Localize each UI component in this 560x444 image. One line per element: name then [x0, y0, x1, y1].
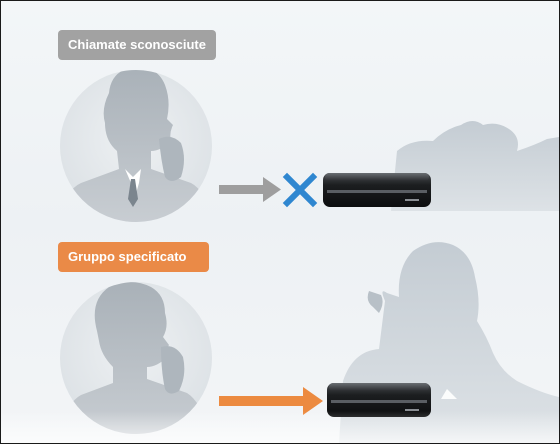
allowed-arrow-icon: [219, 387, 323, 415]
call-blocker-device-top-icon: [323, 173, 431, 207]
woman-on-phone-silhouette-icon: [61, 282, 211, 434]
caller-top-portrait: [60, 70, 212, 222]
call-blocker-device-bottom-icon: [327, 383, 431, 417]
unknown-calls-badge: Chiamate sconosciute: [58, 30, 216, 60]
receiver-top-silhouette-icon: [391, 121, 559, 211]
specified-group-badge: Gruppo specificato: [58, 242, 209, 272]
blue-x-icon: [282, 172, 318, 208]
caller-bottom-portrait: [60, 282, 212, 434]
blocked-arrow-icon: [219, 177, 281, 202]
man-on-phone-silhouette-icon: [60, 70, 212, 222]
